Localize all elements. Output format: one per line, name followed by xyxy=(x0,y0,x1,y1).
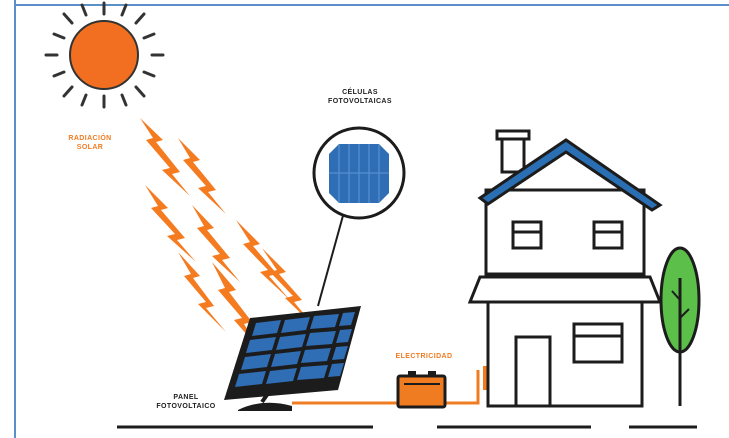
lightning-bolt-icon xyxy=(192,205,240,282)
cells-label-line2: FOTOVOLTAICAS xyxy=(328,98,392,105)
frame-left-border xyxy=(14,0,16,438)
cells-label: CÉLULAS FOTOVOLTAICAS xyxy=(320,88,400,106)
panel-label-line1: PANEL xyxy=(173,394,199,401)
frame-top-border xyxy=(14,4,729,6)
electricity-label: ELECTRICIDAD xyxy=(384,352,464,361)
lightning-bolt-icon xyxy=(212,262,262,352)
lightning-bolt-icon xyxy=(178,138,226,214)
radiation-label: RADIACIÓN SOLAR xyxy=(56,134,124,152)
solar-panel-icon xyxy=(224,306,361,411)
electricity-label-text: ELECTRICIDAD xyxy=(395,353,453,360)
lightning-bolt-icon xyxy=(140,118,190,196)
lightning-bolt-icon xyxy=(262,248,314,326)
panel-label-line2: FOTOVOLTAICO xyxy=(156,403,216,410)
photovoltaic-cell-magnifier xyxy=(312,126,406,220)
battery-icon xyxy=(396,371,447,409)
panel-label: PANEL FOTOVOLTAICO xyxy=(146,393,226,411)
lightning-bolt-icon xyxy=(236,220,290,300)
house-icon xyxy=(467,129,663,408)
radiation-label-line2: SOLAR xyxy=(76,144,104,151)
radiation-label-line1: RADIACIÓN xyxy=(68,135,112,142)
lightning-bolt-icon xyxy=(178,252,226,332)
callout-line xyxy=(317,211,345,307)
tree-icon xyxy=(659,246,701,406)
lightning-bolt-icon xyxy=(145,185,196,262)
radiation-bolts xyxy=(140,118,314,352)
sun-icon xyxy=(44,1,165,109)
electric-wire xyxy=(292,370,480,405)
cells-label-line1: CÉLULAS xyxy=(342,89,378,96)
